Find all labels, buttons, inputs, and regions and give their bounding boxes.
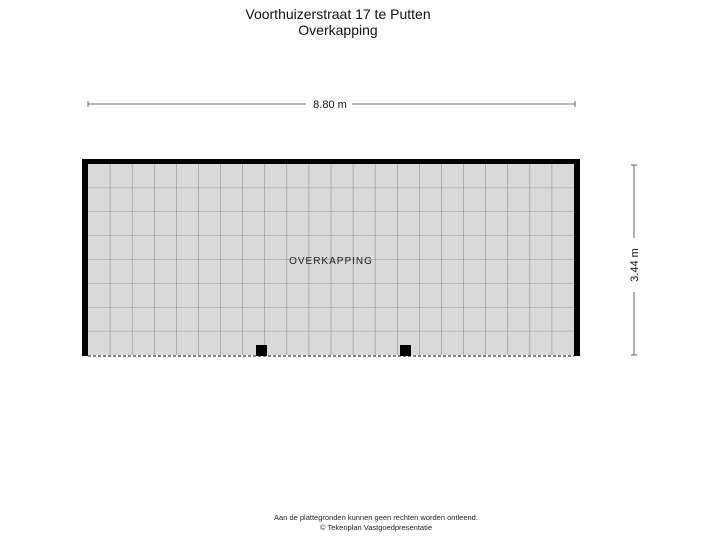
height-dimension-label: 3.44 m: [629, 248, 641, 282]
wall-left: [82, 159, 88, 356]
wall-top: [82, 159, 580, 164]
width-dimension-label: 8.80 m: [313, 99, 347, 111]
plan-floor-name: Overkapping: [298, 22, 378, 38]
height-dimension: 3.44 m: [629, 164, 641, 356]
wall-right: [574, 159, 580, 356]
footer-disclaimer: Aan de plattegronden kunnen geen rechten…: [274, 513, 478, 522]
floor-tile-grid: [88, 164, 574, 355]
footer-copyright: © Tekenplan Vastgoedpresentatie: [320, 523, 432, 532]
support-post-left: [256, 345, 267, 356]
room-label: OVERKAPPING: [289, 256, 373, 267]
width-dimension: 8.80 m: [87, 99, 576, 111]
support-post-right: [400, 345, 411, 356]
title-block: Voorthuizerstraat 17 te Putten Overkappi…: [0, 6, 676, 38]
footer: Aan de plattegronden kunnen geen rechten…: [0, 513, 720, 533]
plan-address: Voorthuizerstraat 17 te Putten: [245, 6, 431, 22]
